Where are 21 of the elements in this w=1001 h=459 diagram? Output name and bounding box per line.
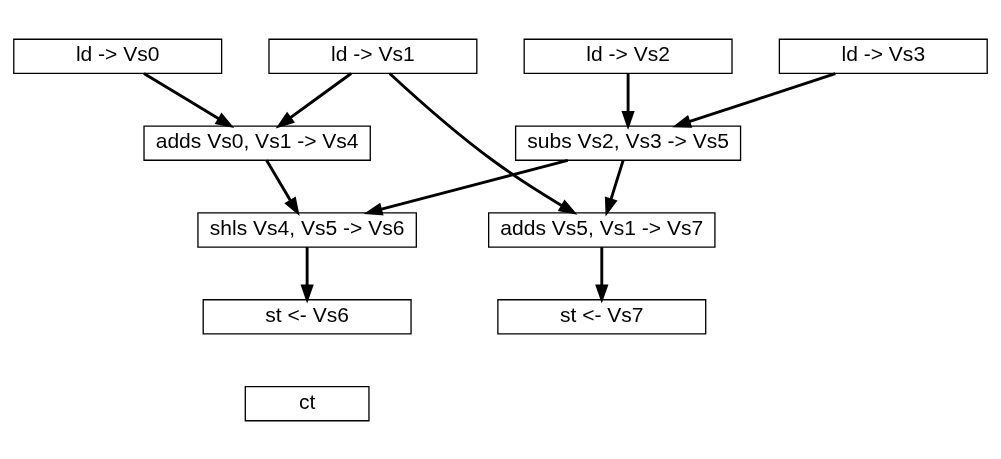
arrow	[595, 246, 609, 304]
arrow	[388, 71, 578, 215]
node-box: ld -> Vs2	[523, 38, 733, 74]
arrow	[275, 71, 352, 128]
node-box: adds Vs5, Vs1 -> Vs7	[488, 211, 716, 248]
arrow	[300, 246, 314, 304]
node-box: subs Vs2, Vs3 -> Vs5	[514, 124, 742, 161]
arrow	[621, 73, 635, 130]
node-box: st <- Vs7	[497, 298, 707, 335]
node-box: st <- Vs6	[202, 298, 412, 335]
arrow	[672, 71, 836, 128]
node-box: ct	[244, 385, 370, 421]
arrow	[363, 158, 569, 215]
node-box: ld -> Vs3	[778, 38, 988, 74]
node-box: adds Vs0, Vs1 -> Vs4	[143, 124, 371, 161]
node-box: ld -> Vs0	[13, 38, 223, 74]
arrow	[143, 71, 235, 128]
arrow	[604, 159, 625, 217]
arrow	[265, 159, 300, 216]
node-box: shls Vs4, Vs5 -> Vs6	[197, 211, 417, 248]
node-box: ld -> Vs1	[268, 38, 478, 74]
